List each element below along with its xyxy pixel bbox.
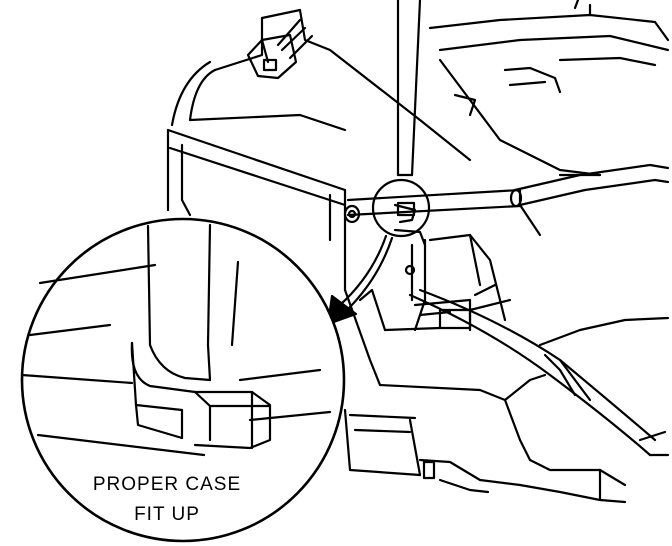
heater-case-assembly [166,0,670,504]
callout-caption-line-1: PROPER CASE [92,474,242,495]
callout-arrow [326,234,394,326]
latch-tab [396,201,416,217]
detail-ring [371,178,431,238]
callout-caption-line-2: FIT UP [134,504,200,525]
magnified-detail [20,217,346,543]
